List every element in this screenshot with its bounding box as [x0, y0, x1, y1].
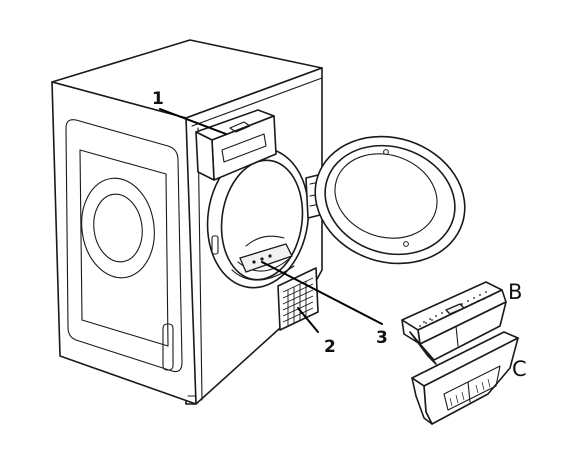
leader-2	[297, 307, 319, 333]
open-door[interactable]	[299, 118, 482, 283]
callout-1: 1	[152, 89, 164, 109]
filter-slot	[239, 243, 293, 273]
callout-3: 3	[376, 328, 388, 348]
water-container[interactable]	[195, 109, 277, 181]
grille-pattern	[282, 277, 314, 326]
callout-c: C	[512, 357, 527, 381]
side-panel	[65, 119, 183, 373]
filter-part-c	[411, 331, 519, 425]
leader-1	[159, 108, 227, 135]
callout-b: B	[508, 280, 522, 304]
dryer-icon	[51, 39, 325, 405]
leader-3	[261, 261, 383, 325]
callout-2: 2	[324, 337, 336, 357]
lint-filter-icon[interactable]	[401, 281, 519, 425]
